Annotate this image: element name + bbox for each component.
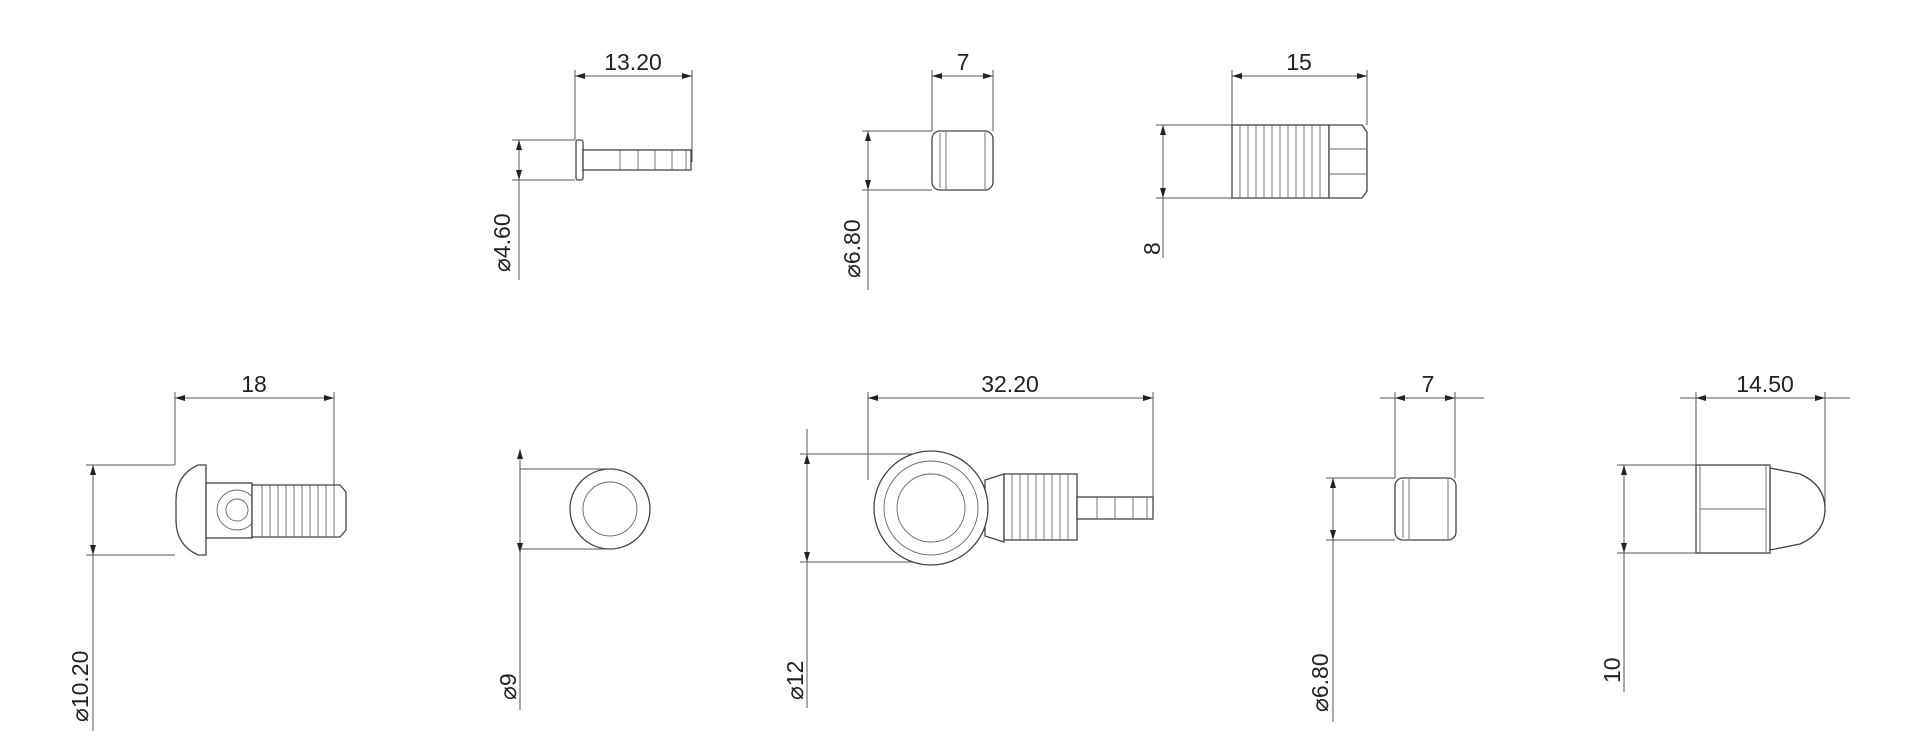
part-banjo-fitting: 32.20 ⌀12	[782, 371, 1154, 708]
dimension-length-label: 18	[241, 371, 267, 397]
dimension-diameter-label: ⌀6.80	[1307, 653, 1333, 712]
dimension-length-label: 7	[1422, 371, 1435, 397]
part-barbed-insert: 13.20 ⌀4.60	[489, 49, 693, 280]
part-olive-top: 7 ⌀6.80	[839, 49, 994, 290]
dimension-height-label: 8	[1139, 242, 1165, 255]
dimension-diameter-label: ⌀12	[782, 661, 808, 700]
dimension-length-label: 32.20	[981, 371, 1039, 397]
dimension-diameter-label: ⌀9	[495, 673, 521, 700]
dimension-length-label: 15	[1286, 49, 1312, 75]
part-hex-cone-nut: 14.50 10	[1599, 371, 1850, 692]
dimension-length-label: 13.20	[604, 49, 662, 75]
dimension-length-label: 14.50	[1736, 371, 1794, 397]
part-washer-ring: ⌀9	[495, 449, 651, 710]
part-banjo-bolt: 18 ⌀10.20	[67, 371, 347, 731]
part-olive-bottom: 7 ⌀6.80	[1307, 371, 1484, 722]
dimension-diameter-label: ⌀4.60	[489, 213, 515, 272]
part-threaded-nut: 15 8	[1139, 49, 1368, 258]
dimension-diameter-label: ⌀10.20	[67, 651, 93, 722]
dimension-diameter-label: ⌀6.80	[839, 219, 865, 278]
dimension-length-label: 7	[957, 49, 970, 75]
dimension-height-label: 10	[1599, 657, 1625, 683]
